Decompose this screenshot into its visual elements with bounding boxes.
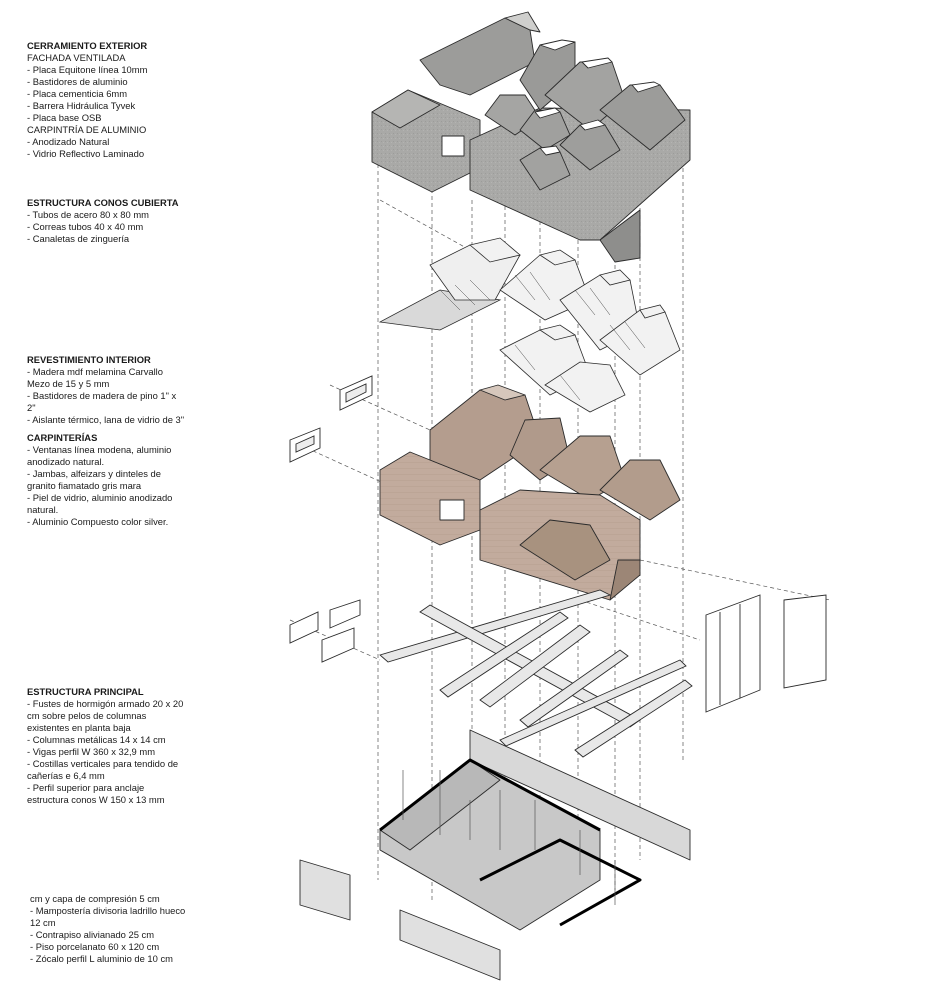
legend-title: REVESTIMIENTO INTERIOR (27, 354, 151, 365)
legend-item: - Aluminio Compuesto color silver. (27, 516, 169, 527)
floor-slab (299, 729, 691, 981)
legend-item: - Piel de vidrio, aluminio anodizado nat… (27, 492, 173, 515)
legend-item: - Canaletas de zinguería (27, 233, 130, 244)
legend-item: - Piso porcelanato 60 x 120 cm (30, 941, 160, 952)
legend-item: - Zócalo perfil L aluminio de 10 cm (30, 953, 173, 964)
legend-item: - Aislante térmico, lana de vidrio de 3" (27, 414, 185, 425)
legend-item: - Anodizado Natural (27, 136, 110, 147)
window-frames (289, 375, 373, 663)
legend-item: - Jambas, alfeizars y dinteles de granit… (27, 468, 161, 491)
interior-wood-lining (379, 384, 681, 601)
legend-item: - Correas tubos 40 x 40 mm (27, 221, 144, 232)
legend-item: - Perfil superior para anclaje estructur… (27, 782, 165, 805)
legend-item: - Vidrio Reflectivo Laminado (27, 148, 145, 159)
legend-title: CARPINTERÍAS (27, 432, 98, 443)
exterior-cladding-volume (371, 11, 691, 263)
legend-item: - Barrera Hidráulica Tyvek (27, 100, 136, 111)
legend-subtitle: CARPINTRÍA DE ALUMINIO (27, 124, 147, 135)
legend-item: - Placa cementicia 6mm (27, 88, 128, 99)
legend-item: - Ventanas línea modena, aluminio anodiz… (27, 444, 172, 467)
legend-item: - Fustes de hormigón armado 20 x 20 cm s… (27, 698, 184, 733)
legend-roof-structure: ESTRUCTURA CONOS CUBIERTA - Tubos de ace… (27, 197, 187, 245)
legend-title: CERRAMIENTO EXTERIOR (27, 40, 148, 51)
legend-main-structure: ESTRUCTURA PRINCIPAL - Fustes de hormigó… (27, 686, 187, 806)
legend-item: - Vigas perfil W 360 x 32,9 mm (27, 746, 155, 757)
roof-cone-structure (378, 237, 681, 413)
legend-subtitle: FACHADA VENTILADA (27, 52, 126, 63)
legend-title: ESTRUCTURA PRINCIPAL (27, 686, 144, 697)
legend-item: - Bastidores de madera de pino 1" x 2" (27, 390, 177, 413)
legend-item: - Columnas metálicas 14 x 14 cm (27, 734, 166, 745)
glass-facade-panels (705, 594, 827, 713)
legend-item: - Placa Equitone línea 10mm (27, 64, 148, 75)
legend-item: - Costillas verticales para tendido de c… (27, 758, 179, 781)
legend-item: - Tubos de acero 80 x 80 mm (27, 209, 149, 220)
legend-item: - Mampostería divisoria ladrillo hueco 1… (30, 905, 186, 928)
legend-interior-lining: REVESTIMIENTO INTERIOR - Madera mdf mela… (27, 354, 187, 528)
legend-item: - Contrapiso alivianado 25 cm (30, 929, 155, 940)
main-beam-grid (379, 589, 693, 758)
legend-item: - Placa base OSB (27, 112, 102, 123)
legend-item: - Bastidores de aluminio (27, 76, 128, 87)
legend-slab: cm y capa de compresión 5 cm - Mamposter… (30, 893, 190, 965)
legend-item: - Madera mdf melamina Carvallo Mezo de 1… (27, 366, 163, 389)
legend-title: ESTRUCTURA CONOS CUBIERTA (27, 197, 179, 208)
legend-exterior-cladding: CERRAMIENTO EXTERIOR FACHADA VENTILADA -… (27, 40, 187, 160)
legend-item: cm y capa de compresión 5 cm (30, 893, 160, 904)
